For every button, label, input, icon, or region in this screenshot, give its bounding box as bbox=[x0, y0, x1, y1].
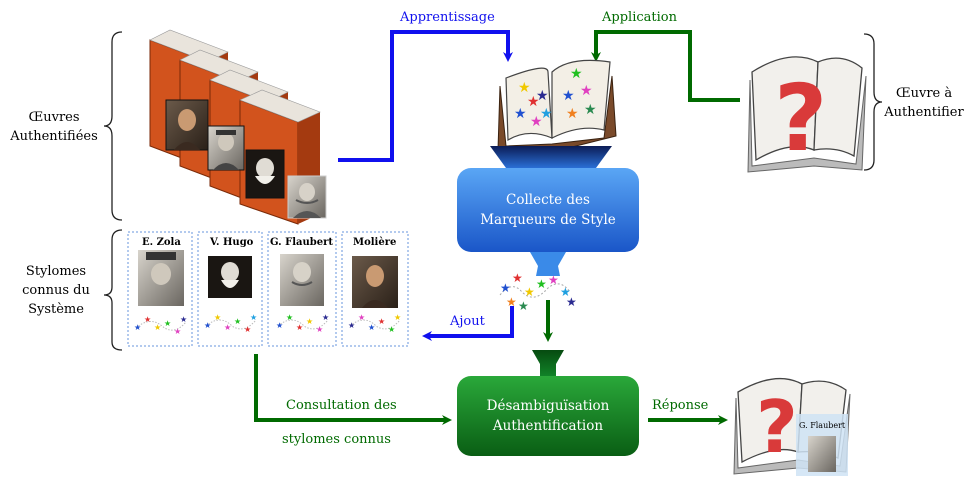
svg-text:★: ★ bbox=[358, 313, 365, 322]
svg-text:★: ★ bbox=[378, 317, 385, 326]
consultation-label-line2: stylomes connus bbox=[282, 432, 391, 447]
svg-text:★: ★ bbox=[388, 325, 395, 334]
application-label: Application bbox=[602, 10, 677, 25]
svg-text:★: ★ bbox=[394, 313, 401, 322]
portrait-zola-book bbox=[207, 125, 245, 171]
reponse-label: Réponse bbox=[652, 398, 709, 413]
svg-text:★: ★ bbox=[368, 323, 375, 332]
svg-text:★: ★ bbox=[530, 114, 543, 130]
svg-text:★: ★ bbox=[512, 271, 523, 285]
svg-text:★: ★ bbox=[244, 325, 251, 334]
stars-trail: ★ ★ ★ ★ ★ ★ ★ ★ ★ bbox=[499, 271, 577, 313]
portrait-hugo-book bbox=[245, 149, 285, 199]
svg-text:★: ★ bbox=[144, 315, 151, 324]
svg-text:★: ★ bbox=[286, 313, 293, 322]
svg-text:★: ★ bbox=[518, 80, 531, 96]
collecte-box bbox=[457, 168, 639, 252]
svg-text:★: ★ bbox=[164, 319, 171, 328]
svg-text:★: ★ bbox=[548, 273, 559, 287]
svg-text:★: ★ bbox=[174, 327, 181, 336]
arrow-ajout bbox=[422, 306, 514, 341]
card-flaubert bbox=[267, 231, 337, 347]
apprentissage-label: Apprentissage bbox=[400, 10, 495, 25]
svg-text:★: ★ bbox=[134, 323, 141, 332]
ajout-label: Ajout bbox=[450, 314, 485, 329]
author-name-zola: E. Zola bbox=[142, 237, 181, 248]
arrow-consultation bbox=[254, 354, 452, 425]
svg-text:★: ★ bbox=[518, 299, 529, 313]
author-name-hugo: V. Hugo bbox=[210, 237, 254, 248]
card-hugo bbox=[197, 231, 263, 347]
consultation-label-line1: Consultation des bbox=[286, 398, 397, 413]
svg-text:★: ★ bbox=[570, 66, 583, 82]
collecte-box-text: Collecte des Marqueurs de Style bbox=[480, 192, 616, 228]
book-stars: ★ ★ ★ ★ ★ ★ ★ ★ ★ ★ ★ bbox=[514, 66, 597, 130]
arrow-apprentissage bbox=[338, 30, 513, 162]
svg-text:★: ★ bbox=[306, 317, 313, 326]
svg-text:★: ★ bbox=[296, 323, 303, 332]
svg-text:★: ★ bbox=[154, 323, 161, 332]
svg-text:★: ★ bbox=[560, 285, 571, 299]
svg-text:★: ★ bbox=[536, 88, 549, 104]
author-name-flaubert: G. Flaubert bbox=[270, 237, 334, 248]
oeuvres-authentifiees-label: Œuvres Authentifiées bbox=[10, 110, 98, 144]
author-name-moliere: Molière bbox=[353, 237, 397, 248]
desambiguisation-box-text: Désambiguïsation Authentification bbox=[486, 398, 610, 434]
desambiguisation-box bbox=[457, 376, 639, 456]
svg-text:★: ★ bbox=[322, 313, 329, 322]
svg-text:?: ? bbox=[774, 65, 827, 172]
stylomes-label: Stylomes connus du Système bbox=[22, 264, 90, 317]
arrow-application bbox=[591, 30, 740, 102]
svg-text:★: ★ bbox=[348, 321, 355, 330]
svg-text:★: ★ bbox=[524, 285, 535, 299]
open-book-center bbox=[497, 59, 617, 153]
svg-text:★: ★ bbox=[514, 106, 527, 122]
result-author-tag: G. Flaubert bbox=[799, 421, 846, 430]
svg-text:★: ★ bbox=[566, 106, 579, 122]
oeuvre-a-authentifier-label: Œuvre à Authentifier bbox=[884, 86, 964, 120]
funnel-top bbox=[490, 146, 612, 168]
svg-text:★: ★ bbox=[214, 313, 221, 322]
svg-text:★: ★ bbox=[316, 325, 323, 334]
svg-text:?: ? bbox=[756, 385, 798, 469]
books-stack bbox=[149, 29, 327, 225]
funnel-green bbox=[532, 350, 564, 378]
question-book-top: ? bbox=[747, 56, 867, 173]
svg-text:★: ★ bbox=[536, 277, 547, 291]
svg-text:★: ★ bbox=[180, 315, 187, 324]
portrait-flaubert-book bbox=[287, 175, 327, 219]
svg-text:★: ★ bbox=[234, 317, 241, 326]
brace-oeuvres bbox=[103, 31, 123, 221]
svg-text:★: ★ bbox=[506, 295, 517, 309]
author-cards: ★★★★★★ ★★★★★★ ★★★★★★ ★★★★★★ bbox=[127, 231, 409, 347]
question-book-result: ? bbox=[733, 378, 851, 476]
svg-text:★: ★ bbox=[584, 102, 597, 118]
svg-text:★: ★ bbox=[276, 321, 283, 330]
svg-text:★: ★ bbox=[204, 321, 211, 330]
brace-oeuvre-a bbox=[863, 33, 883, 171]
svg-text:★: ★ bbox=[580, 83, 593, 99]
card-moliere bbox=[341, 231, 409, 347]
svg-text:★: ★ bbox=[540, 106, 553, 122]
card-zola bbox=[127, 231, 193, 347]
brace-stylomes bbox=[103, 229, 123, 351]
svg-text:★: ★ bbox=[566, 295, 577, 309]
svg-text:★: ★ bbox=[500, 281, 511, 295]
svg-text:★: ★ bbox=[224, 323, 231, 332]
svg-text:★: ★ bbox=[527, 94, 540, 110]
funnel-bottom-blue bbox=[530, 252, 566, 276]
portrait-moliere-book bbox=[165, 99, 209, 151]
svg-text:★: ★ bbox=[562, 88, 575, 104]
svg-text:★: ★ bbox=[250, 313, 257, 322]
